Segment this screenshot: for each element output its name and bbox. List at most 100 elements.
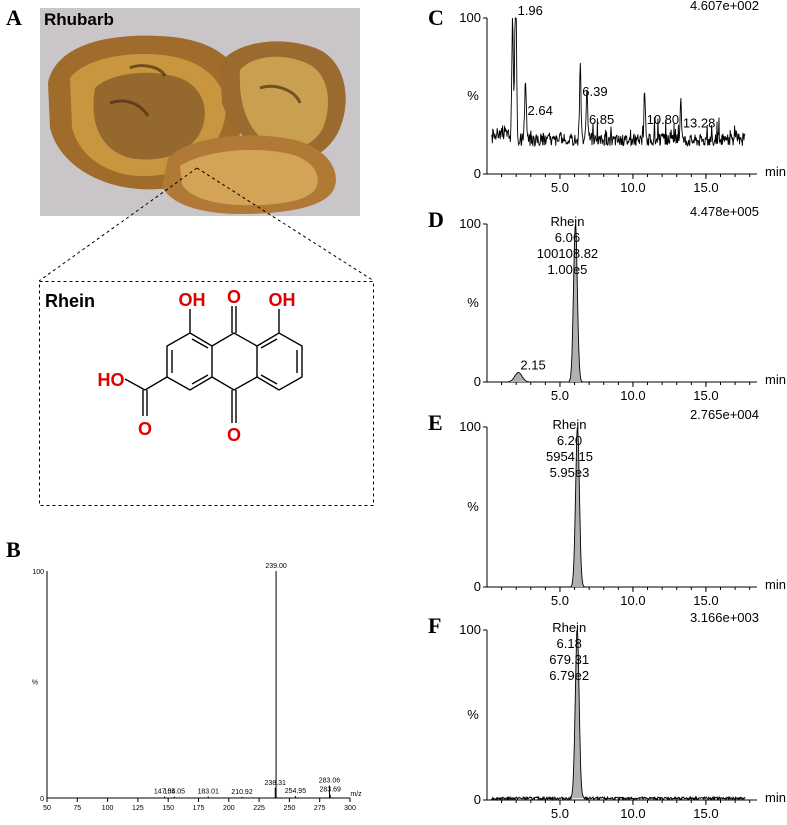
peak-label-line: Rhein: [552, 620, 586, 635]
x-axis-label: min: [765, 577, 786, 592]
peak-label: 183.01: [197, 788, 219, 795]
x-tick-label: 5.0: [551, 388, 569, 403]
zoom-line-right: [196, 167, 375, 282]
peak-annotation: 6.39: [582, 84, 607, 99]
x-tick-label: 300: [344, 805, 356, 812]
right-ring-double-2: [260, 338, 278, 349]
x-axis-label: min: [765, 372, 786, 387]
left-ring-double-3: [191, 338, 209, 349]
peak-label-line: 1.00e5: [548, 262, 588, 277]
root-slice-3-inner: [180, 150, 318, 206]
panel-label-a: A: [6, 5, 22, 30]
y-axis-label: %: [467, 295, 479, 310]
x-tick-label: 175: [193, 805, 205, 812]
chart-e: 0 100% 5.0 10.0 15.0 min 2.765e+004Rhein6.2059…: [459, 407, 786, 608]
peak-label-line: 6.06: [555, 230, 580, 245]
peak-label: 283.06: [319, 778, 341, 785]
y-tick-label: 0: [474, 374, 481, 389]
y-tick-label: 0: [474, 792, 481, 807]
photo-label: Rhubarb: [44, 10, 114, 29]
peak-label-line: 6.20: [557, 433, 582, 448]
peak-label: 147.04: [154, 789, 176, 796]
atom-o-bottom: O: [227, 425, 241, 445]
panel-label-d: D: [428, 207, 444, 232]
x-tick-label: 10.0: [620, 180, 645, 195]
scale-label: 4.607e+002: [690, 0, 759, 13]
right-ring: [256, 332, 303, 391]
x-tick-label: 15.0: [693, 593, 718, 608]
x-tick-label: 5.0: [551, 593, 569, 608]
x-tick-label: 15.0: [693, 806, 718, 821]
peak-label-line: 6.79e2: [549, 668, 589, 683]
x-tick-label: 10.0: [620, 806, 645, 821]
peak-label-line: Rhein: [550, 214, 584, 229]
peak-annotation: 1.96: [518, 3, 543, 18]
right-ring-double-3: [260, 374, 278, 385]
peak-label-line: 5.95e3: [550, 465, 590, 480]
structure-box: [39, 281, 374, 506]
x-tick-label: 250: [284, 805, 296, 812]
y-tick-label: 100: [459, 10, 481, 25]
y-tick-label: 100: [459, 419, 481, 434]
peak-annotation: 6.85: [589, 112, 614, 127]
x-tick-label: 125: [132, 805, 144, 812]
y-tick-label: 0: [474, 579, 481, 594]
peak-annotation: 13.28: [683, 115, 716, 130]
x-tick-label: 100: [102, 805, 114, 812]
chromatogram-trace: [491, 427, 746, 588]
y-tick-label: 0: [474, 166, 481, 181]
peak-annotation: 2.64: [528, 103, 553, 118]
panel-label-b: B: [6, 537, 21, 562]
peak-label-line: 5954.15: [546, 449, 593, 464]
x-axis-label: min: [765, 164, 786, 179]
x-axis-label: m/z: [350, 791, 362, 798]
chromatogram-trace: [491, 17, 746, 148]
scale-label: 3.166e+003: [690, 610, 759, 625]
y-tick-label: 100: [32, 569, 44, 576]
peak-label-line: 679.31: [549, 652, 589, 667]
peak-label: 238.31: [265, 780, 287, 787]
x-tick-label: 10.0: [620, 388, 645, 403]
scale-label: 4.478e+005: [690, 204, 759, 219]
structure-name: Rhein: [45, 291, 95, 311]
panel-label-f: F: [428, 613, 442, 638]
x-tick-label: 275: [314, 805, 326, 812]
heteroatom-labels: OH O OH HO O O: [98, 287, 296, 445]
y-axis-label: %: [467, 499, 479, 514]
scale-label: 2.765e+004: [690, 407, 759, 422]
y-tick-label: 100: [459, 622, 481, 637]
y-axis-label: %: [32, 680, 38, 687]
left-ring-double-2: [191, 374, 209, 385]
x-tick-label: 10.0: [620, 593, 645, 608]
x-tick-label: 200: [223, 805, 235, 812]
x-tick-label: 225: [253, 805, 265, 812]
peak-label: 239.00: [265, 563, 287, 570]
atom-o-acid: O: [138, 419, 152, 439]
peak-label: 210.92: [231, 789, 253, 796]
rhubarb-photo: Rhubarb: [40, 8, 360, 216]
y-tick-label: 100: [459, 216, 481, 231]
chromatogram-trace: [491, 629, 746, 802]
root-slice-2-inner: [239, 56, 328, 149]
rhein-structure: Rhein OH O OH HO O O: [39, 281, 374, 506]
y-tick-label: 0: [40, 796, 44, 803]
chromatogram-trace: [491, 224, 746, 383]
root-texture: [109, 64, 302, 117]
central-ring: [211, 332, 258, 391]
x-tick-label: 5.0: [551, 806, 569, 821]
x-tick-label: 15.0: [693, 388, 718, 403]
atom-o-top: O: [227, 287, 241, 307]
carboxyl-oh-bond: [124, 378, 146, 391]
peak-label: 254.95: [285, 788, 307, 795]
peak-label-line: Rhein: [553, 417, 587, 432]
peak-label-line: 100108.82: [537, 246, 598, 261]
x-tick-label: 50: [43, 805, 51, 812]
zoom-line-left: [38, 167, 198, 282]
peak-label: 155.05: [164, 789, 186, 796]
root-slice-1-core: [93, 72, 205, 160]
